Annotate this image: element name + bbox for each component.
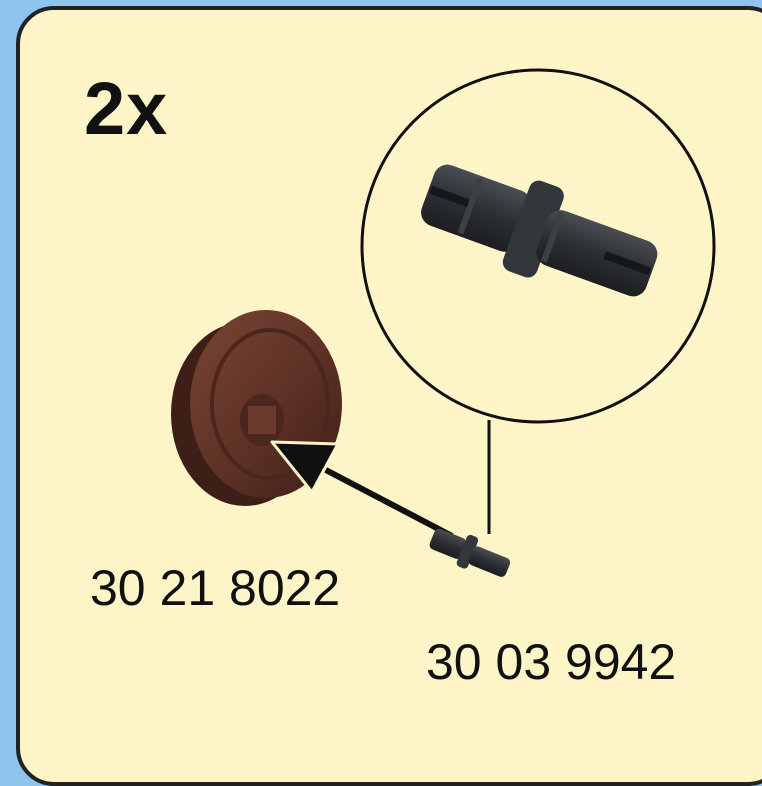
assembly-illustration: [171, 68, 716, 577]
part-number-wheel: 30 21 8022: [90, 560, 341, 616]
axle-pin-small: [429, 528, 511, 577]
insert-arrow: [270, 440, 454, 539]
callout-zoom-circle: [360, 68, 716, 424]
part-number-pin: 30 03 9942: [426, 634, 677, 690]
axle-pin-enlarged: [421, 164, 658, 297]
quantity-label: 2x: [84, 67, 169, 150]
